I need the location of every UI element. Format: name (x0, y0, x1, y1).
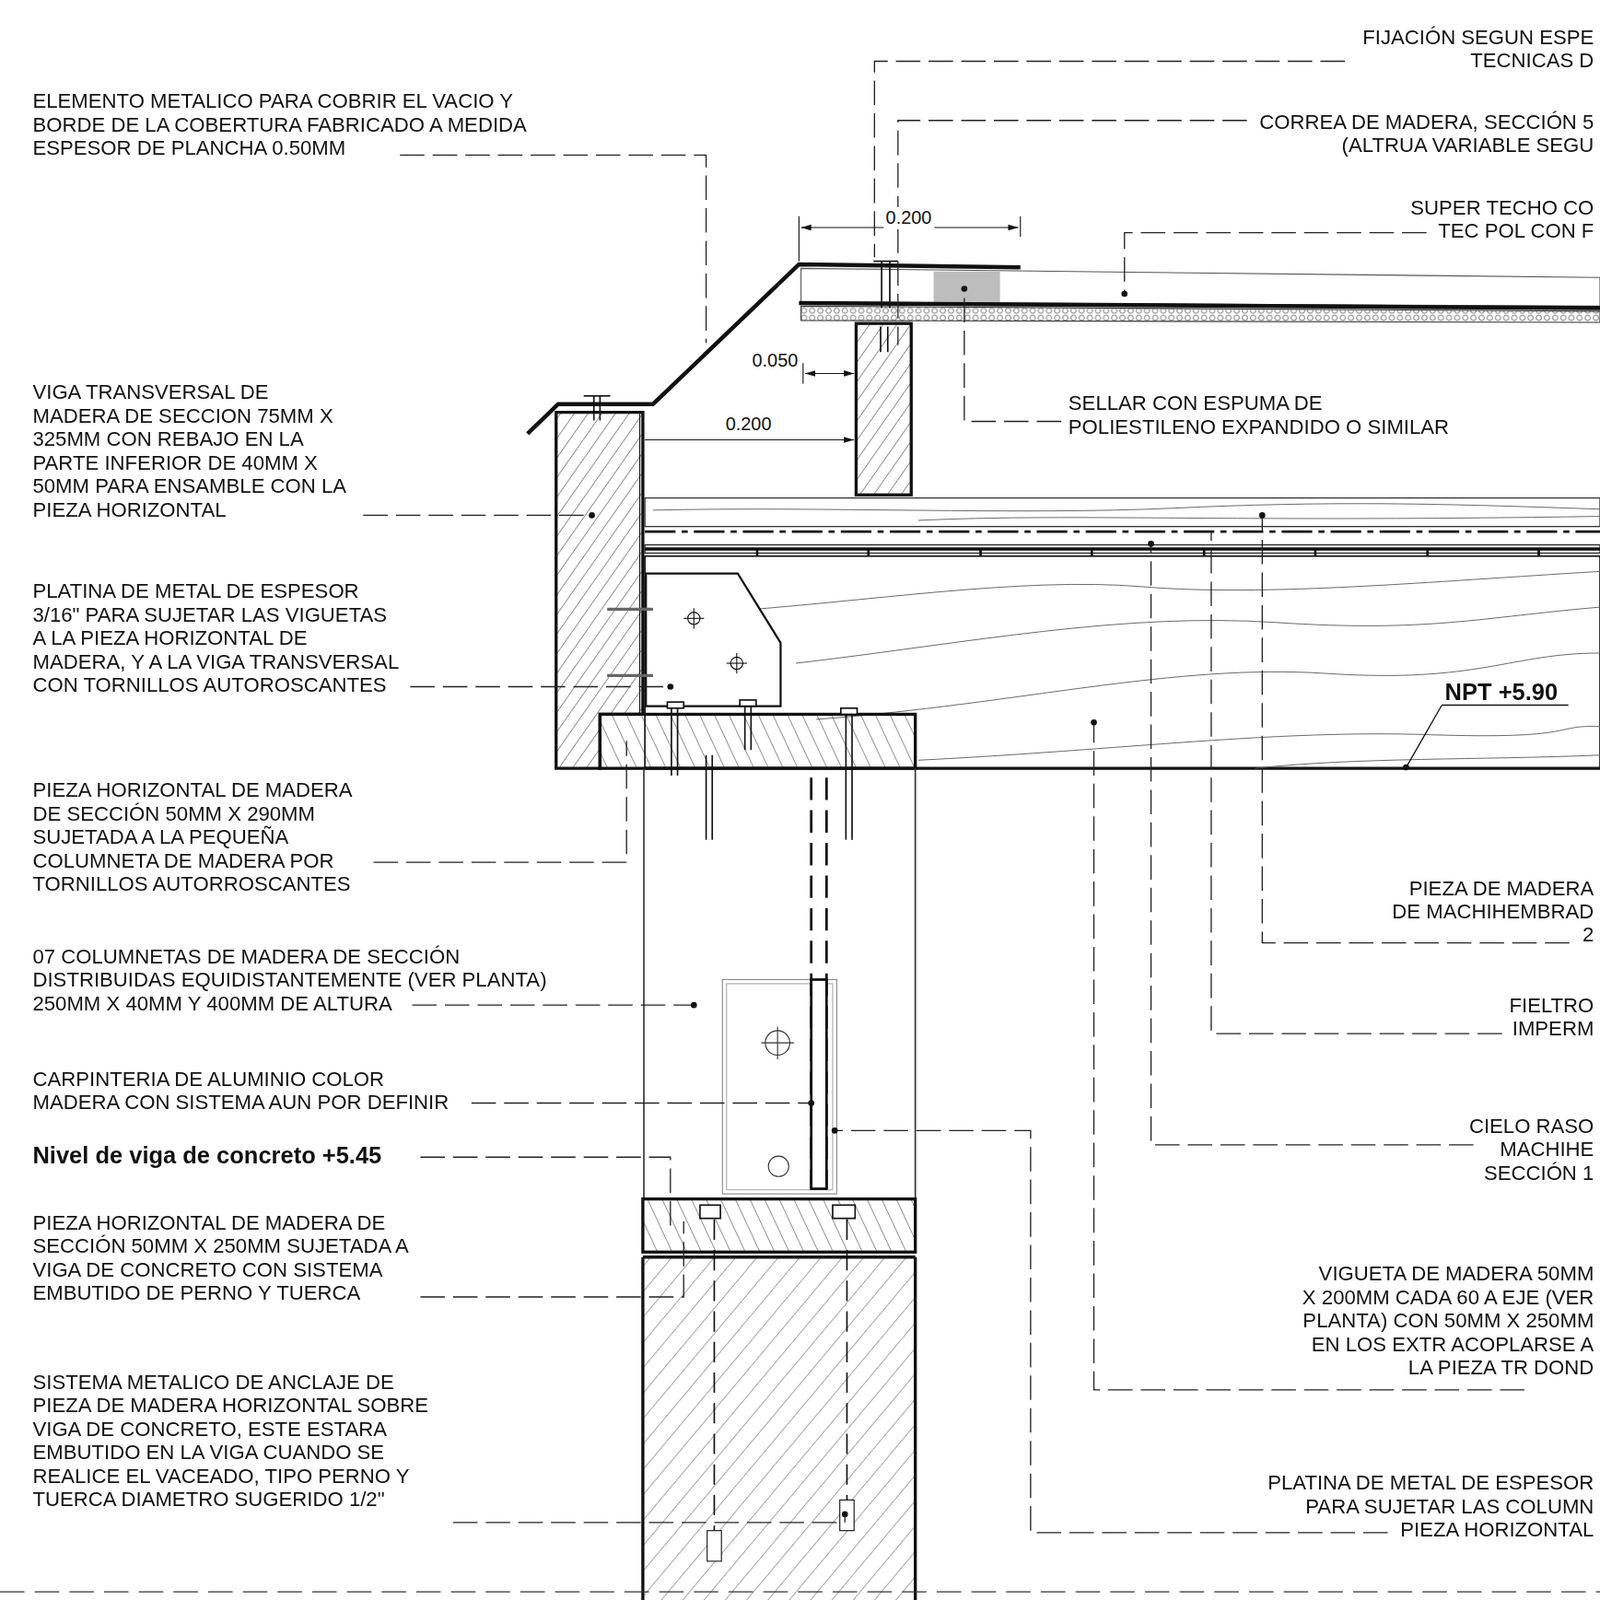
callout-text: FIELTRO IMPERM (1499, 993, 1594, 1041)
callout-text: SUPER TECHO CO TEC POL CON F (1400, 196, 1594, 244)
callout-text: PIEZA HORIZONTAL DE MADERA DE SECCIÓN 50… (32, 1211, 412, 1306)
dimension-text: 0.200 (883, 207, 934, 229)
callout-text: PIEZA DE MADERA DE MACHIHEMBRAD 2 (1385, 876, 1594, 947)
felt-membrane (644, 530, 1600, 534)
nuts (700, 1204, 855, 1218)
callout-text: SELLAR CON ESPUMA DE POLIESTILENO EXPAND… (1068, 391, 1469, 439)
callout-text: ELEMENTO METALICO PARA COBRIR EL VACIO Y… (32, 89, 569, 160)
dimension-text: 0.200 (723, 414, 773, 436)
tongue-groove-board (644, 498, 1600, 527)
wood-post (643, 768, 916, 1199)
callout-text: FIJACIÓN SEGUN ESPE TECNICAS D (1354, 25, 1594, 73)
screw (583, 261, 899, 421)
callout-text: CORREA DE MADERA, SECCIÓN 5 (ALTRUA VARI… (1251, 110, 1594, 158)
level-text: NPT +5.90 (1445, 678, 1559, 706)
aluminium-frame (722, 777, 837, 1194)
screw (880, 326, 888, 352)
callout-text: VIGA TRANSVERSAL DE MADERA DE SECCION 75… (32, 380, 354, 522)
dimension-text: 0.050 (749, 350, 800, 372)
callout-text: SISTEMA METALICO DE ANCLAJE DE PIEZA DE … (32, 1370, 445, 1512)
metal-flashing (527, 264, 1021, 434)
callout-text: PLATINA DE METAL DE ESPESOR 3/16" PARA S… (32, 579, 402, 697)
bolts (666, 700, 857, 841)
level-text: Nivel de viga de concreto +5.45 (32, 1142, 382, 1169)
callout-text: 07 COLUMNETAS DE MADERA DE SECCIÓN DISTR… (32, 945, 565, 1016)
wood-purlin (855, 323, 911, 495)
callout-text: CIELO RASO MACHIHE SECCIÓN 1 (1460, 1114, 1594, 1185)
callout-text: CARPINTERIA DE ALUMINIO COLOR MADERA CON… (32, 1067, 463, 1115)
horizontal-timber (599, 713, 915, 769)
callout-text: VIGUETA DE MADERA 50MM X 200MM CADA 60 A… (1302, 1261, 1595, 1379)
roof-panel (798, 268, 1600, 323)
cut-line (0, 1590, 1600, 1592)
steel-plate (607, 573, 781, 707)
callout-text: PLATINA DE METAL DE ESPESOR PARA SUJETAR… (1257, 1471, 1595, 1542)
callout-text: PIEZA HORIZONTAL DE MADERA DE SECCIÓN 50… (32, 778, 365, 896)
